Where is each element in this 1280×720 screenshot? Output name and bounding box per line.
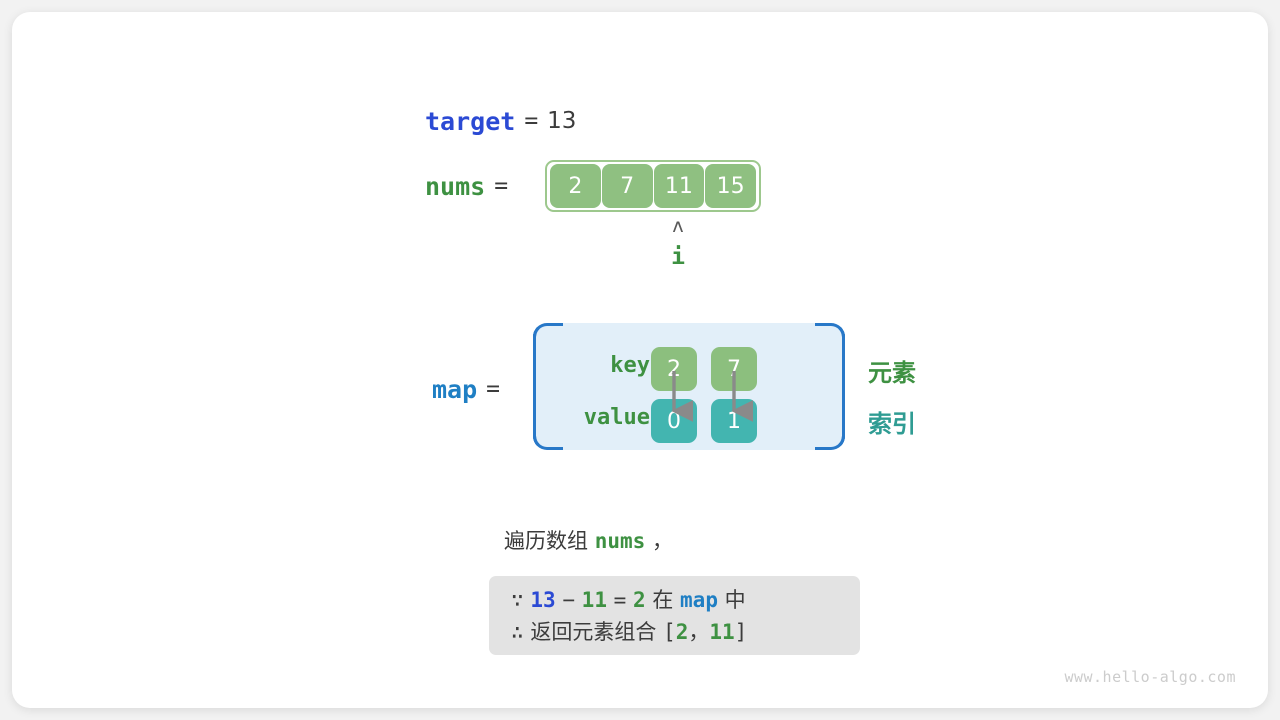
nums-array-container: 2 7 11 15 bbox=[545, 160, 761, 212]
caption-nums: nums bbox=[594, 529, 646, 553]
bracket-close: ] bbox=[734, 620, 748, 644]
map-value-cell: 0 bbox=[651, 399, 697, 443]
note-result-text: 返回元素组合 bbox=[530, 620, 657, 644]
note-map-word: map bbox=[680, 588, 718, 612]
map-corner-top-left bbox=[533, 323, 563, 339]
map-equals-sign: = bbox=[486, 376, 501, 402]
note-equals-sign: = bbox=[613, 588, 627, 612]
array-cell: 15 bbox=[705, 164, 756, 208]
map-corner-bottom-left bbox=[533, 434, 563, 450]
side-label-element: 元素 bbox=[868, 359, 916, 387]
caption-prefix: 遍历数组 bbox=[504, 529, 595, 553]
note-box: ∵ 13 − 11 = 2 在 map 中 ∴ bbox=[489, 576, 860, 655]
because-symbol: ∵ bbox=[511, 588, 524, 612]
map-key-row-label: key bbox=[610, 353, 650, 378]
note-result-comma: ， bbox=[688, 620, 710, 644]
note-result-v1: 2 bbox=[675, 620, 689, 644]
target-row: target = 13 bbox=[425, 104, 576, 138]
note-line-1: ∵ 13 − 11 = 2 在 map 中 bbox=[511, 584, 860, 616]
map-key-cell: 7 bbox=[711, 347, 757, 391]
note-current-value: 11 bbox=[581, 588, 607, 612]
map-container: key value 2 7 0 1 bbox=[533, 323, 845, 450]
array-cell: 11 bbox=[653, 164, 705, 208]
map-row: map = bbox=[432, 372, 509, 406]
note-line-2: ∴ 返回元素组合 [ 2 ， 11 ] bbox=[511, 616, 860, 648]
array-cell: 2 bbox=[550, 164, 601, 208]
caption-line: 遍历数组 nums ， bbox=[504, 525, 673, 555]
note-complement-value: 2 bbox=[633, 588, 646, 612]
array-cell: 7 bbox=[601, 164, 653, 208]
note-in-text: 在 bbox=[652, 588, 674, 612]
nums-equals-sign: = bbox=[494, 173, 509, 199]
map-label: map bbox=[432, 374, 478, 404]
target-label: target bbox=[425, 106, 516, 136]
pointer-label-i: i bbox=[671, 244, 685, 270]
side-label-index: 索引 bbox=[868, 410, 916, 438]
bracket-open: [ bbox=[663, 620, 676, 644]
nums-label: nums bbox=[425, 171, 486, 201]
target-equals-sign: = bbox=[524, 108, 539, 134]
note-result-v2: 11 bbox=[709, 620, 735, 644]
watermark: www.hello-algo.com bbox=[1064, 668, 1236, 686]
map-key-cell: 2 bbox=[651, 347, 697, 391]
note-tail-text: 中 bbox=[724, 588, 746, 612]
diagram-card: target = 13 nums = 2 7 11 15 ʌ i map = k… bbox=[12, 12, 1268, 708]
map-corner-bottom-right bbox=[815, 434, 845, 450]
note-minus-sign: − bbox=[562, 588, 575, 612]
map-value-row-label: value bbox=[583, 405, 650, 430]
map-corner-top-right bbox=[815, 323, 845, 339]
nums-row: nums = bbox=[425, 169, 517, 203]
map-value-cell: 1 bbox=[711, 399, 757, 443]
caption-suffix: ， bbox=[645, 529, 673, 553]
pointer-caret-icon: ʌ bbox=[672, 215, 684, 237]
therefore-symbol: ∴ bbox=[511, 620, 524, 644]
note-target-value: 13 bbox=[530, 588, 556, 612]
target-value: 13 bbox=[547, 108, 577, 134]
